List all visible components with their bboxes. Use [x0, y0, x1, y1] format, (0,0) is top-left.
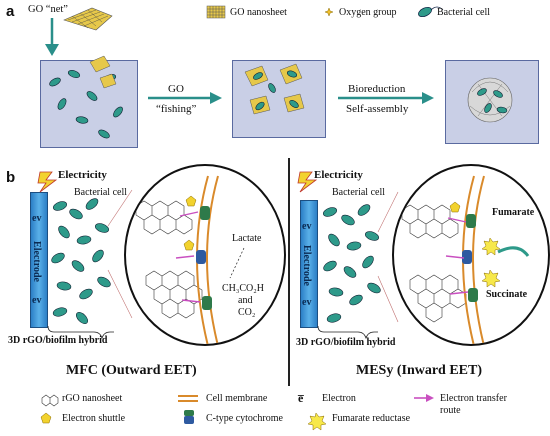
- arrow2-bottom-label: Self-assembly: [346, 103, 409, 115]
- right-electrode: [300, 200, 318, 328]
- panel-b-letter: b: [6, 169, 16, 186]
- left-biofilm: [51, 198, 111, 325]
- right-ev-bottom: ev: [302, 297, 312, 308]
- legend-electron: Electron: [322, 393, 356, 404]
- lightning-icon: [37, 171, 58, 193]
- left-electricity-label: Electricity: [58, 169, 107, 181]
- left-cytochromes: [196, 206, 212, 310]
- legend-electron-shuttle: Electron shuttle: [62, 413, 126, 424]
- right-bacterial-cell-label: Bacterial cell: [332, 187, 386, 198]
- left-bacterial-cell-label: Bacterial cell: [74, 187, 128, 198]
- right-brace: [317, 325, 378, 340]
- right-zoom-graphics: [401, 175, 530, 344]
- go-nanosheet-icon: [206, 5, 226, 19]
- right-biofilm: [322, 204, 381, 323]
- oxygen-group-icon: [324, 7, 334, 17]
- mesy-title: MESy (Inward EET): [356, 363, 483, 378]
- panel-a-letter: a: [6, 3, 15, 20]
- left-brace: [47, 325, 114, 340]
- legend-cell-membrane: Cell membrane: [206, 393, 268, 404]
- tank2-clusters: [244, 63, 305, 115]
- cell-membrane-icon: [178, 395, 198, 402]
- panel-divider: [288, 158, 290, 386]
- panel-a-legend-graphics: [206, 5, 444, 19]
- arrow1-bottom-label: “fishing”: [156, 103, 197, 115]
- electron-shuttle-icon: [40, 412, 52, 424]
- left-zoom-graphics: [135, 175, 245, 344]
- legend-electron-symbol: e̅: [298, 391, 304, 405]
- left-ev-top: ev: [32, 213, 42, 224]
- legend-rgo-nanosheet: rGO nanosheet: [62, 393, 123, 404]
- left-products-label: CH₃CO₂H: [222, 283, 264, 294]
- tank-2: [232, 60, 326, 138]
- left-electrode: [30, 192, 48, 328]
- right-electricity-label: Electricity: [314, 169, 363, 181]
- legend-route-line1: Electron transfer: [440, 393, 507, 404]
- arrow-right-icon: [210, 92, 222, 104]
- left-shuttles: [183, 195, 197, 251]
- left-ev-bottom: ev: [32, 295, 42, 306]
- fumarate-reductase-icon: [307, 412, 327, 431]
- go-net-label: GO “net”: [28, 4, 68, 15]
- lactate-label: Lactate: [232, 233, 262, 244]
- tank3-aggregate: [467, 77, 513, 123]
- right-membrane-inner: [472, 175, 485, 344]
- curved-arrow-icon: [497, 246, 530, 257]
- mfc-title: MFC (Outward EET): [66, 363, 197, 378]
- arrow-down-icon: [45, 44, 59, 56]
- tank-1: [40, 60, 138, 148]
- left-co2-label: CO₂: [238, 307, 256, 318]
- right-zoom-circle: Fumarate Succinate: [392, 164, 550, 346]
- go-net-sheet-icon: [63, 7, 113, 31]
- c-type-cytochrome-icon: [184, 410, 194, 424]
- legend-route-line2: route: [440, 405, 461, 416]
- arrow-right-icon: [422, 92, 434, 104]
- right-cytochromes: [462, 214, 478, 302]
- legend-go-nanosheet: GO nanosheet: [230, 7, 287, 18]
- fumarate-reductase-icons: [481, 237, 501, 288]
- left-and-label: and: [238, 295, 253, 306]
- right-hybrid-label: 3D rGO/biofilm hybrid: [296, 337, 396, 348]
- left-zoom-circle: Lactate CH₃CO₂H and CO₂: [124, 164, 286, 346]
- left-membrane-inner: [206, 175, 219, 344]
- succinate-label: Succinate: [486, 289, 528, 300]
- legend-bacterial-cell: Bacterial cell: [437, 7, 491, 18]
- arrow2-top-label: Bioreduction: [348, 83, 406, 95]
- legend-oxygen-group: Oxygen group: [339, 7, 397, 18]
- rgo-nanosheet-icon: [41, 394, 59, 407]
- right-ev-top: ev: [302, 221, 312, 232]
- lightning-icon: [297, 171, 318, 193]
- legend-fumarate-reductase: Fumarate reductase: [332, 413, 411, 424]
- electron-route-icon: [414, 394, 434, 402]
- left-hybrid-label: 3D rGO/biofilm hybrid: [8, 335, 108, 346]
- right-shuttles: [449, 201, 461, 213]
- bacterial-cell-icon: [418, 6, 444, 18]
- fumarate-label: Fumarate: [492, 207, 535, 218]
- legend-c-type-cytochrome: C-type cytochrome: [206, 413, 283, 424]
- panel-a-graphics: [45, 7, 513, 139]
- arrow1-top-label: GO: [168, 83, 184, 95]
